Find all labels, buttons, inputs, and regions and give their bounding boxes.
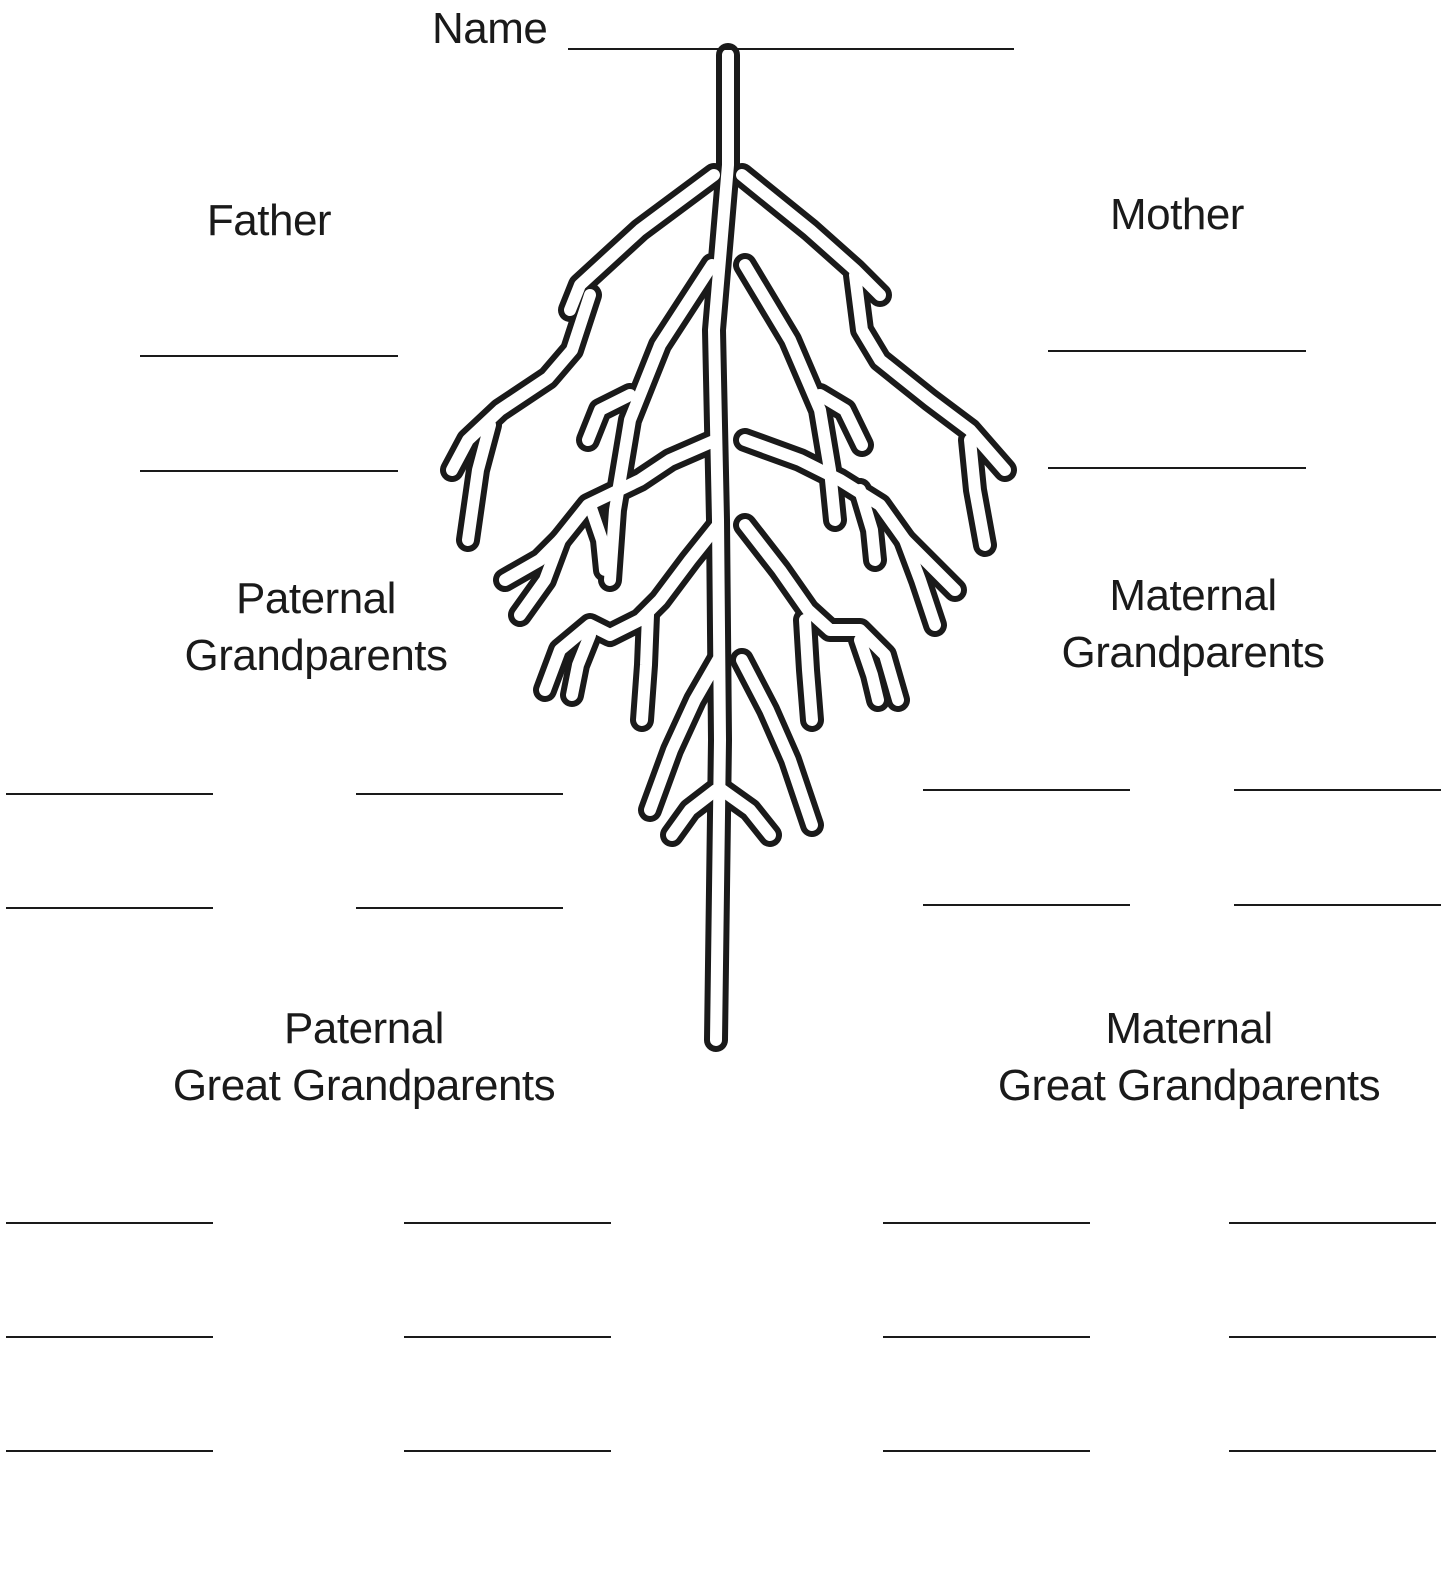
maternal-great-grandparents-title-line-2: Great Grandparents	[960, 1057, 1418, 1115]
maternal-great-grandparent-line-5[interactable]	[883, 1450, 1090, 1452]
mother-label: Mother	[1048, 186, 1306, 244]
maternal-grandparent-line-4[interactable]	[1234, 904, 1441, 906]
mother-line-2[interactable]	[1048, 467, 1306, 469]
father-line-2[interactable]	[140, 470, 398, 472]
paternal-great-grandparent-line-2[interactable]	[404, 1222, 611, 1224]
paternal-grandparents-title-line-1: Paternal	[120, 570, 512, 628]
paternal-great-grandparent-line-1[interactable]	[6, 1222, 213, 1224]
maternal-great-grandparents-title-line-1: Maternal	[960, 1000, 1418, 1058]
paternal-great-grandparents-title-line-2: Great Grandparents	[130, 1057, 598, 1115]
name-field[interactable]	[568, 48, 1014, 50]
paternal-great-grandparent-line-3[interactable]	[6, 1336, 213, 1338]
paternal-grandparent-line-3[interactable]	[6, 907, 213, 909]
paternal-great-grandparents-title-line-1: Paternal	[130, 1000, 598, 1058]
father-line-1[interactable]	[140, 355, 398, 357]
paternal-great-grandparent-line-6[interactable]	[404, 1450, 611, 1452]
father-label: Father	[140, 192, 398, 250]
maternal-great-grandparent-line-1[interactable]	[883, 1222, 1090, 1224]
paternal-grandparent-line-2[interactable]	[356, 793, 563, 795]
maternal-great-grandparent-line-2[interactable]	[1229, 1222, 1436, 1224]
maternal-grandparent-line-3[interactable]	[923, 904, 1130, 906]
paternal-grandparents-title-line-2: Grandparents	[120, 627, 512, 685]
paternal-grandparent-line-4[interactable]	[356, 907, 563, 909]
maternal-grandparents-title-line-2: Grandparents	[1000, 624, 1386, 682]
name-label: Name	[432, 0, 547, 58]
paternal-grandparent-line-1[interactable]	[6, 793, 213, 795]
mother-line-1[interactable]	[1048, 350, 1306, 352]
maternal-great-grandparent-line-6[interactable]	[1229, 1450, 1436, 1452]
maternal-great-grandparent-line-3[interactable]	[883, 1336, 1090, 1338]
maternal-grandparents-title-line-1: Maternal	[1000, 567, 1386, 625]
paternal-great-grandparent-line-5[interactable]	[6, 1450, 213, 1452]
maternal-grandparent-line-2[interactable]	[1234, 789, 1441, 791]
paternal-great-grandparent-line-4[interactable]	[404, 1336, 611, 1338]
maternal-grandparent-line-1[interactable]	[923, 789, 1130, 791]
maternal-great-grandparent-line-4[interactable]	[1229, 1336, 1436, 1338]
